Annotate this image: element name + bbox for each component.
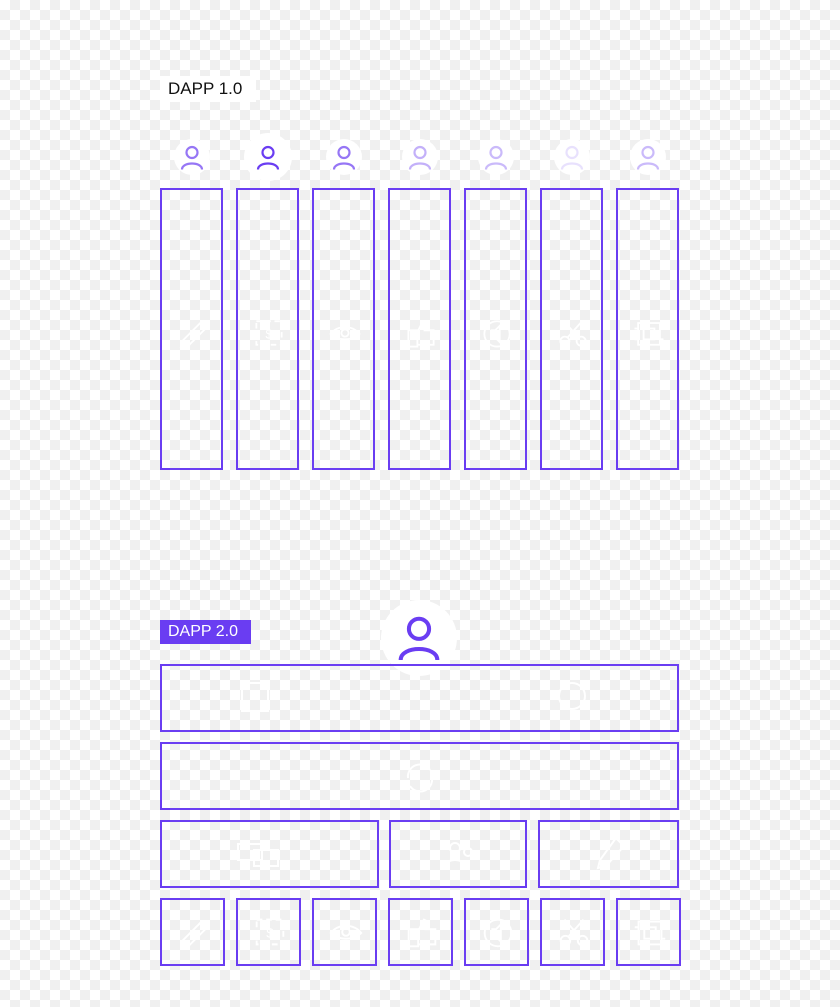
exchange-icon: $: [255, 918, 285, 946]
pencil-icon: [179, 321, 207, 350]
layer-cell-chat: [160, 820, 379, 888]
layer-row-2: [160, 742, 679, 810]
dapp1-column-c1: [160, 188, 223, 470]
user-avatar-c5: [477, 139, 514, 175]
user-icon: [408, 145, 431, 170]
pen-icon: [596, 836, 626, 870]
bottom-tile-7: [616, 898, 681, 966]
user-icon: [180, 145, 203, 170]
exchange-icon: $: [255, 320, 283, 346]
svg-text:$: $: [266, 926, 274, 941]
thumbs-up-icon: [407, 320, 435, 348]
user-avatar-c4: [401, 139, 438, 175]
user-icon: [636, 145, 659, 170]
eye-icon: [329, 326, 361, 341]
bottom-tile-1: [160, 898, 225, 966]
central-user-avatar: [381, 600, 457, 676]
dapp1-column-c7: [616, 188, 679, 470]
user-avatar-c7: [629, 139, 666, 175]
square-icon: [241, 682, 269, 712]
scissors-icon: [559, 918, 589, 947]
bottom-tile-5: [464, 898, 529, 966]
user-icon: [256, 145, 279, 170]
refresh-icon: [406, 763, 434, 793]
layer-cell-pen: [538, 820, 679, 888]
dapp1-column-c4: [388, 188, 451, 470]
user-avatar-c6: [553, 139, 590, 175]
circle-icon: [558, 682, 586, 710]
bottom-tile-2: $: [236, 898, 301, 966]
user-icon: [332, 145, 355, 170]
chat-icon: [237, 843, 279, 867]
dapp1-column-c2: $: [236, 188, 299, 470]
thumbs-up-icon: [407, 918, 437, 948]
pencil-icon: [179, 920, 209, 949]
eye-icon: [329, 924, 363, 940]
user-avatar-c3: [325, 139, 362, 175]
dapp-2-badge: DAPP 2.0: [160, 620, 251, 644]
user-icon: [560, 145, 583, 170]
dapp1-column-c5: [464, 188, 527, 470]
dapp1-column-c3: [312, 188, 375, 470]
chip-icon: [634, 322, 664, 346]
user-icon: [484, 145, 507, 170]
bottom-tile-3: [312, 898, 377, 966]
dapp-1-badge: DAPP 1.0: [160, 76, 256, 102]
bottom-tile-6: [540, 898, 605, 966]
scissors-icon: [559, 320, 587, 347]
user-avatar-c1: [173, 139, 210, 175]
audio-icon: [483, 320, 511, 348]
user-icon: [398, 616, 440, 661]
layer-row-1: [160, 664, 679, 732]
audio-icon: [483, 918, 513, 948]
user-avatar-c2: [243, 133, 292, 181]
bottom-tile-4: [388, 898, 453, 966]
group-icon: [445, 842, 473, 867]
svg-text:$: $: [265, 327, 272, 341]
dapp1-column-c6: [540, 188, 603, 470]
chip-icon: [634, 920, 666, 946]
layer-cell-group: [389, 820, 527, 888]
